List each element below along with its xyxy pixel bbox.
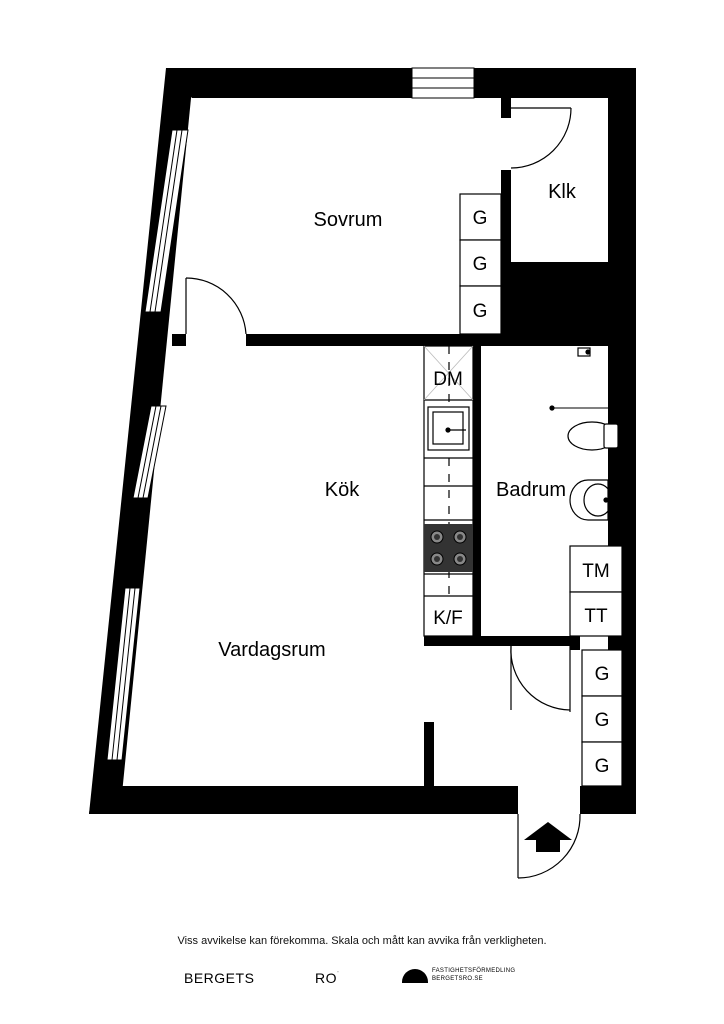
brand-mid: RO˙ <box>315 970 340 986</box>
doors <box>185 107 581 879</box>
wardrobe-bottom <box>581 649 623 787</box>
windows <box>106 67 475 761</box>
wardrobe-label: G <box>595 664 610 685</box>
kitchen-counter <box>423 345 474 637</box>
laundry-units <box>569 545 623 637</box>
fridge-freezer-label: K/F <box>433 608 463 629</box>
floor-plan: Sovrum Klk Kök Badrum Vardagsrum G G G D… <box>89 67 636 879</box>
room-label-kok: Kök <box>325 479 360 501</box>
stove-icon <box>424 524 473 572</box>
washing-machine-label: TM <box>582 561 609 582</box>
dome-logo-icon <box>402 969 428 983</box>
dryer-label: TT <box>584 606 608 627</box>
footer-logos: BERGETS RO˙ FASTIGHETSFÖRMEDLING BERGETS… <box>0 966 724 996</box>
agency-line2: BERGETSRO.SE <box>432 976 483 982</box>
wardrobe-label: G <box>473 301 488 322</box>
room-label-badrum: Badrum <box>496 479 566 501</box>
room-label-sovrum: Sovrum <box>314 209 383 231</box>
agency-logo: FASTIGHETSFÖRMEDLING BERGETSRO.SE <box>402 966 542 990</box>
room-label-klk: Klk <box>548 181 577 203</box>
brand-mid-text: RO <box>315 970 337 986</box>
wardrobe-top <box>459 193 502 335</box>
disclaimer-text: Viss avvikelse kan förekomma. Skala och … <box>177 935 547 947</box>
bathroom-fixtures <box>549 347 625 521</box>
wardrobe-label: G <box>595 710 610 731</box>
dishwasher-label: DM <box>433 369 463 390</box>
brand-mid-mark: ˙ <box>337 970 341 980</box>
brand-left: BERGETS <box>184 970 255 986</box>
room-label-vardagsrum: Vardagsrum <box>218 639 325 661</box>
agency-line1: FASTIGHETSFÖRMEDLING <box>432 968 516 974</box>
entrance-arrow-icon <box>524 822 572 852</box>
wardrobe-label: G <box>595 756 610 777</box>
wardrobe-label: G <box>473 208 488 229</box>
wardrobe-label: G <box>473 254 488 275</box>
sink-icon <box>427 406 470 451</box>
interior-walls <box>172 98 632 786</box>
